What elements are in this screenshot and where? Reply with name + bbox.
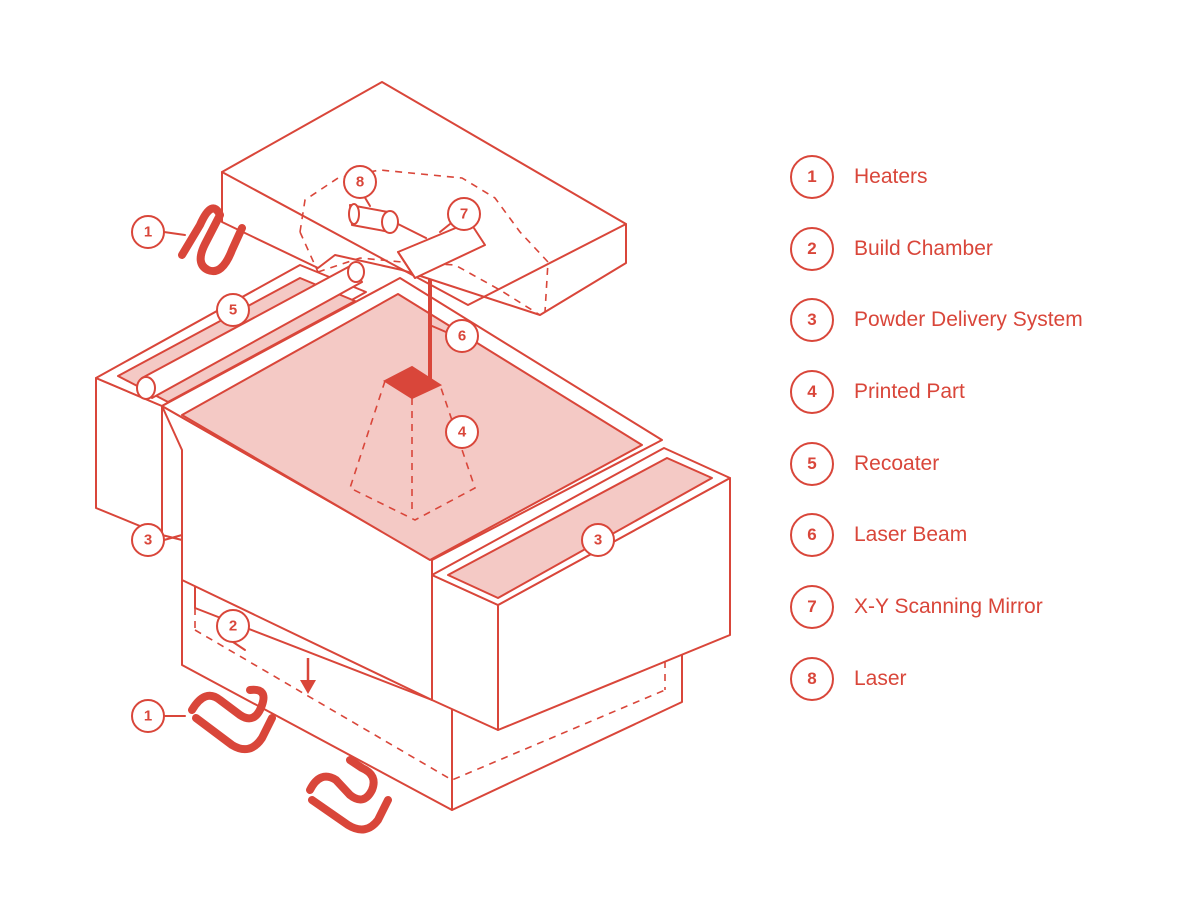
legend: 1 Heaters 2 Build Chamber 3 Powder Deliv… (790, 155, 1190, 729)
legend-number: 1 (790, 155, 834, 199)
callout-heater-upper-number: 1 (144, 224, 152, 241)
legend-number: 6 (790, 513, 834, 558)
legend-number: 2 (790, 226, 834, 271)
callout-scanning-mirror: 7 (439, 197, 481, 233)
legend-label: Heaters (854, 165, 928, 188)
legend-label: Recoater (854, 451, 940, 475)
callout-laser-beam: 6 (431, 319, 479, 353)
heater-coil-icon (178, 204, 392, 834)
scanning-mirror (397, 221, 486, 279)
legend-item-heaters: 1 Heaters (790, 155, 1190, 199)
callout-heater-lower-number: 1 (144, 708, 152, 725)
legend-number: 7 (790, 585, 834, 630)
callout-scanning-mirror-number: 7 (460, 206, 468, 223)
down-arrow-icon (300, 658, 316, 694)
callout-recoater-number: 5 (229, 302, 237, 319)
legend-label: Printed Part (854, 380, 965, 404)
laser-source (348, 203, 427, 239)
legend-label: Laser Beam (854, 523, 968, 547)
callout-printed-part: 4 (445, 415, 479, 449)
callout-powder-right-number: 3 (594, 532, 602, 549)
callout-powder-left: 3 (131, 523, 183, 557)
legend-item-laser-beam: 6 Laser Beam (790, 513, 1190, 558)
legend-number: 4 (790, 370, 834, 415)
callout-laser-number: 8 (356, 174, 364, 191)
callout-heater-upper: 1 (131, 215, 186, 249)
legend-item-build-chamber: 2 Build Chamber (790, 226, 1190, 271)
callout-powder-left-number: 3 (144, 532, 152, 549)
callout-build-chamber-number: 2 (229, 618, 237, 635)
callout-laser-beam-number: 6 (458, 328, 466, 345)
legend-item-laser: 8 Laser (790, 656, 1190, 701)
legend-item-scanning-mirror: 7 X-Y Scanning Mirror (790, 585, 1190, 630)
legend-label: Laser (854, 666, 907, 690)
legend-item-recoater: 5 Recoater (790, 441, 1190, 486)
legend-label: Build Chamber (854, 236, 993, 260)
legend-item-powder-delivery: 3 Powder Delivery System (790, 298, 1190, 343)
callout-build-chamber: 2 (216, 609, 250, 651)
recoater-roller (136, 261, 365, 400)
legend-label: Powder Delivery System (854, 308, 1083, 332)
legend-item-printed-part: 4 Printed Part (790, 370, 1190, 415)
legend-label: X-Y Scanning Mirror (854, 595, 1043, 619)
legend-number: 3 (790, 298, 834, 343)
callout-laser: 8 (343, 165, 377, 207)
callout-recoater: 5 (216, 293, 250, 327)
printed-part (349, 365, 476, 521)
callout-heater-lower: 1 (131, 699, 186, 733)
callout-powder-right: 3 (581, 523, 615, 557)
legend-number: 5 (790, 441, 834, 486)
powder-block-right (431, 447, 731, 731)
top-housing (221, 81, 627, 316)
legend-number: 8 (790, 656, 834, 701)
callout-printed-part-number: 4 (458, 424, 467, 441)
